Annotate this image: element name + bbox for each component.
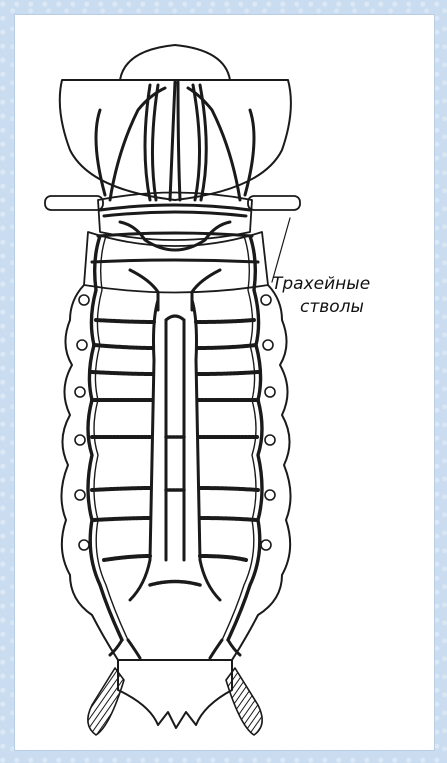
- cercus-left: [88, 668, 124, 735]
- head-shield: [120, 45, 230, 80]
- tracheal-trunks-label-line1: Трахейные: [272, 276, 370, 293]
- abdominal-tracheae-inner: [150, 437, 200, 585]
- spiracle-tube-left: [45, 196, 103, 210]
- pronotum-right: [175, 80, 291, 200]
- abdominal-tracheae: [92, 320, 258, 560]
- head-tracheae: [96, 82, 254, 200]
- spiracles: [75, 295, 275, 550]
- cercus-right: [226, 668, 262, 735]
- pronotum-left: [60, 80, 175, 200]
- label-leader-line: [272, 218, 290, 282]
- tail-tracheae: [110, 640, 240, 658]
- spiracle-tube-right: [248, 196, 300, 210]
- tracheal-trunks-label-line2: стволы: [300, 299, 364, 316]
- thorax-tracheae: [92, 205, 258, 310]
- anal-plate: [118, 660, 232, 728]
